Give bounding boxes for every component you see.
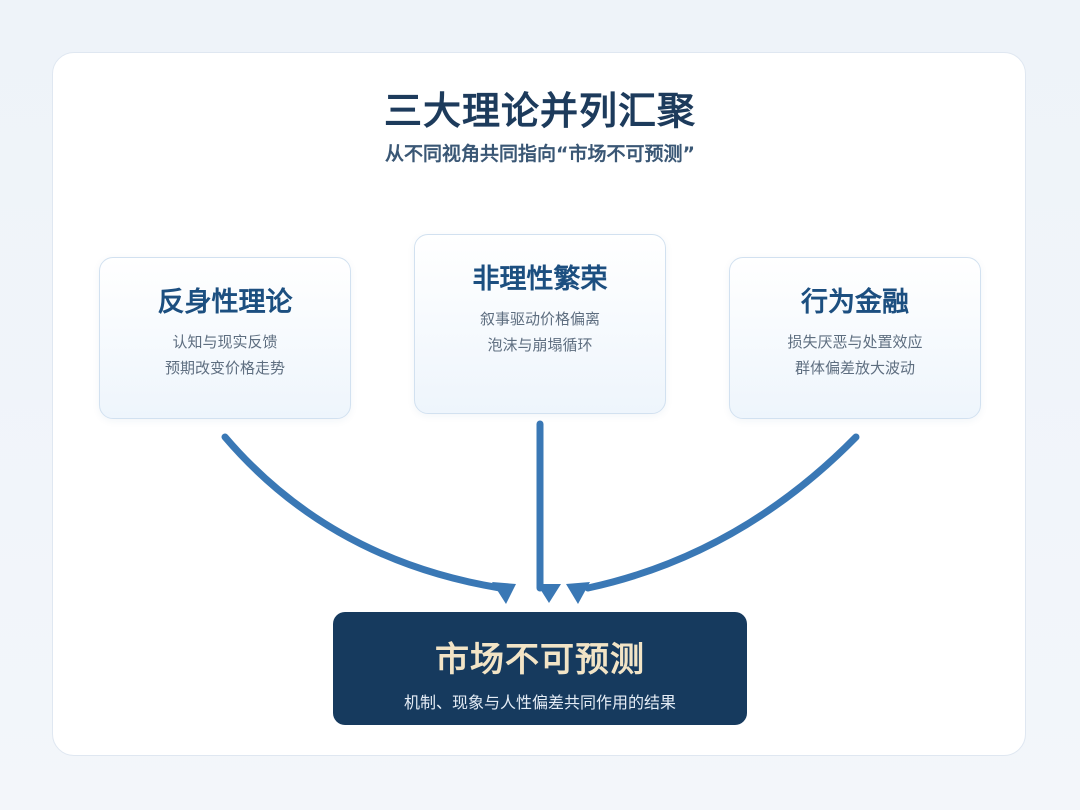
result-subtitle: 机制、现象与人性偏差共同作用的结果 xyxy=(403,693,676,712)
card-line: 损失厌恶与处置效应 xyxy=(787,333,923,351)
result-box: 市场不可预测 机制、现象与人性偏差共同作用的结果 xyxy=(333,612,747,725)
result-title: 市场不可预测 xyxy=(435,640,645,680)
card-line: 叙事驱动价格偏离 xyxy=(479,310,600,328)
card-title: 反身性理论 xyxy=(157,287,293,318)
card-title: 非理性繁荣 xyxy=(472,264,608,295)
theory-card-irrational-exuberance: 非理性繁荣 叙事驱动价格偏离 泡沫与崩塌循环 xyxy=(414,234,666,414)
card-line: 群体偏差放大波动 xyxy=(794,359,915,377)
theory-card-reflexivity: 反身性理论 认知与现实反馈 预期改变价格走势 xyxy=(99,257,351,419)
card-title: 行为金融 xyxy=(801,287,909,318)
diagram-subtitle: 从不同视角共同指向“市场不可预测” xyxy=(385,143,695,165)
diagram-title: 三大理论并列汇聚 xyxy=(383,88,696,133)
card-line: 认知与现实反馈 xyxy=(172,333,278,351)
card-line: 泡沫与崩塌循环 xyxy=(487,336,593,354)
card-line: 预期改变价格走势 xyxy=(164,359,285,377)
theory-card-behavioral-finance: 行为金融 损失厌恶与处置效应 群体偏差放大波动 xyxy=(729,257,981,419)
